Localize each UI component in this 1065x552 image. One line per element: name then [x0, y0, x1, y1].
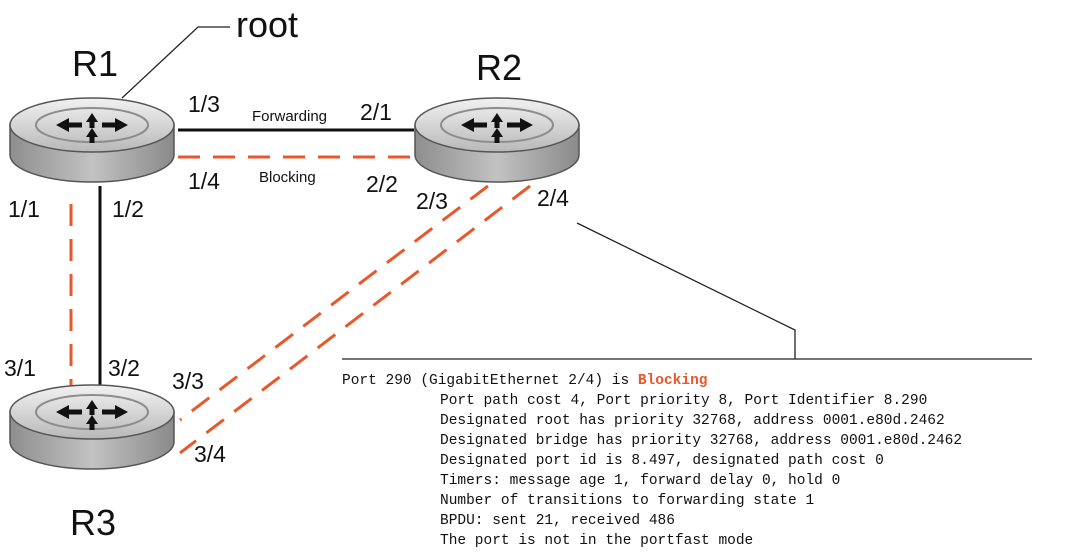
router-r1-label: R1: [72, 43, 118, 84]
port-label-3-3: 3/3: [172, 368, 204, 394]
forwarding-label: Forwarding: [252, 108, 327, 125]
link-r2-r3-blocking-a: [179, 184, 489, 422]
port-label-3-1: 3/1: [4, 355, 36, 381]
port-label-1-1: 1/1: [8, 196, 40, 222]
output-line-7: BPDU: sent 21, received 486: [440, 513, 675, 529]
router-r3-label: R3: [70, 502, 116, 543]
output-line-0-prefix: Port 290 (GigabitEthernet 2/4) is: [342, 373, 638, 389]
output-line-4: Designated port id is 8.497, designated …: [440, 453, 884, 469]
output-line-0: Port 290 (GigabitEthernet 2/4) is Blocki…: [342, 373, 707, 389]
port-label-1-2: 1/2: [112, 196, 144, 222]
router-r1[interactable]: [9, 97, 175, 183]
port-label-2-1: 2/1: [360, 99, 392, 125]
output-line-8: The port is not in the portfast mode: [440, 533, 753, 549]
port-callout-line: [576, 222, 796, 359]
link-r2-r3-blocking-b: [179, 184, 531, 455]
router-r2-label: R2: [476, 47, 522, 88]
root-label: root: [236, 4, 298, 45]
output-line-1: Port path cost 4, Port priority 8, Port …: [440, 393, 927, 409]
output-line-5: Timers: message age 1, forward delay 0, …: [440, 473, 840, 489]
port-label-3-4: 3/4: [194, 441, 226, 467]
blocking-label: Blocking: [259, 169, 316, 186]
output-line-2: Designated root has priority 32768, addr…: [440, 413, 945, 429]
port-status-output: Port 290 (GigabitEthernet 2/4) is Blocki…: [342, 373, 962, 549]
output-status-blocking: Blocking: [638, 373, 708, 389]
output-line-3: Designated bridge has priority 32768, ad…: [440, 433, 962, 449]
port-label-1-3: 1/3: [188, 91, 220, 117]
port-label-2-4: 2/4: [537, 185, 569, 211]
port-label-3-2: 3/2: [108, 355, 140, 381]
router-icon: [9, 97, 175, 183]
router-r3[interactable]: [9, 384, 175, 470]
port-label-2-2: 2/2: [366, 171, 398, 197]
port-label-1-4: 1/4: [188, 168, 220, 194]
router-icon: [414, 97, 580, 183]
port-label-2-3: 2/3: [416, 188, 448, 214]
output-line-6: Number of transitions to forwarding stat…: [440, 493, 814, 509]
router-r2[interactable]: [414, 97, 580, 183]
root-callout-line: [121, 26, 230, 99]
router-icon: [9, 384, 175, 470]
